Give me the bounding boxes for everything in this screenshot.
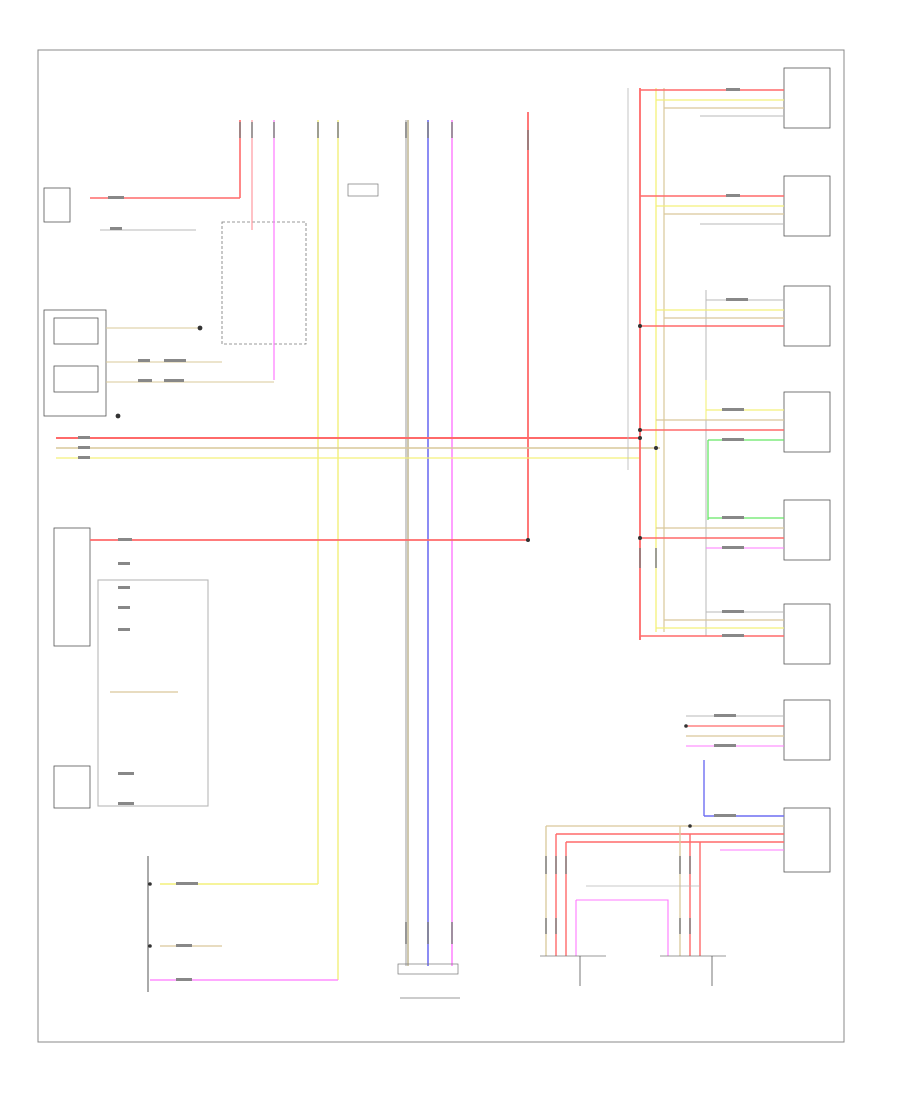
component-bottom-left: [53, 765, 91, 809]
fuse-box-outline: [221, 221, 307, 345]
component-control-module: [43, 309, 107, 417]
right-component-2: [783, 175, 831, 237]
right-component-4: [783, 391, 831, 453]
module-section-lower: [53, 365, 99, 393]
right-component-5: [783, 499, 831, 561]
right-component-1: [783, 67, 831, 129]
component-top-left: [43, 187, 71, 223]
component-left-module: [53, 527, 91, 647]
right-component-3: [783, 285, 831, 347]
center-wire-trunk: [239, 112, 529, 999]
ground-connector-center: [397, 963, 459, 975]
module-section-upper: [53, 317, 99, 345]
pin-ticks: [239, 122, 691, 944]
diagram-border: [37, 49, 845, 1043]
horizontal-wire-runs: [56, 197, 660, 981]
bottom-right-connectors: [540, 826, 726, 986]
right-components: [546, 67, 831, 873]
connector-box-center: [347, 183, 379, 197]
wire-label-marks: [78, 88, 748, 981]
right-component-8: [783, 807, 831, 873]
right-component-7: [783, 699, 831, 761]
left-loop-wires: [97, 579, 209, 807]
connection-dots: [115, 324, 692, 948]
right-component-6: [783, 603, 831, 665]
right-bus: [627, 88, 709, 816]
fuse-block: [221, 183, 379, 345]
left-components: [43, 187, 209, 992]
